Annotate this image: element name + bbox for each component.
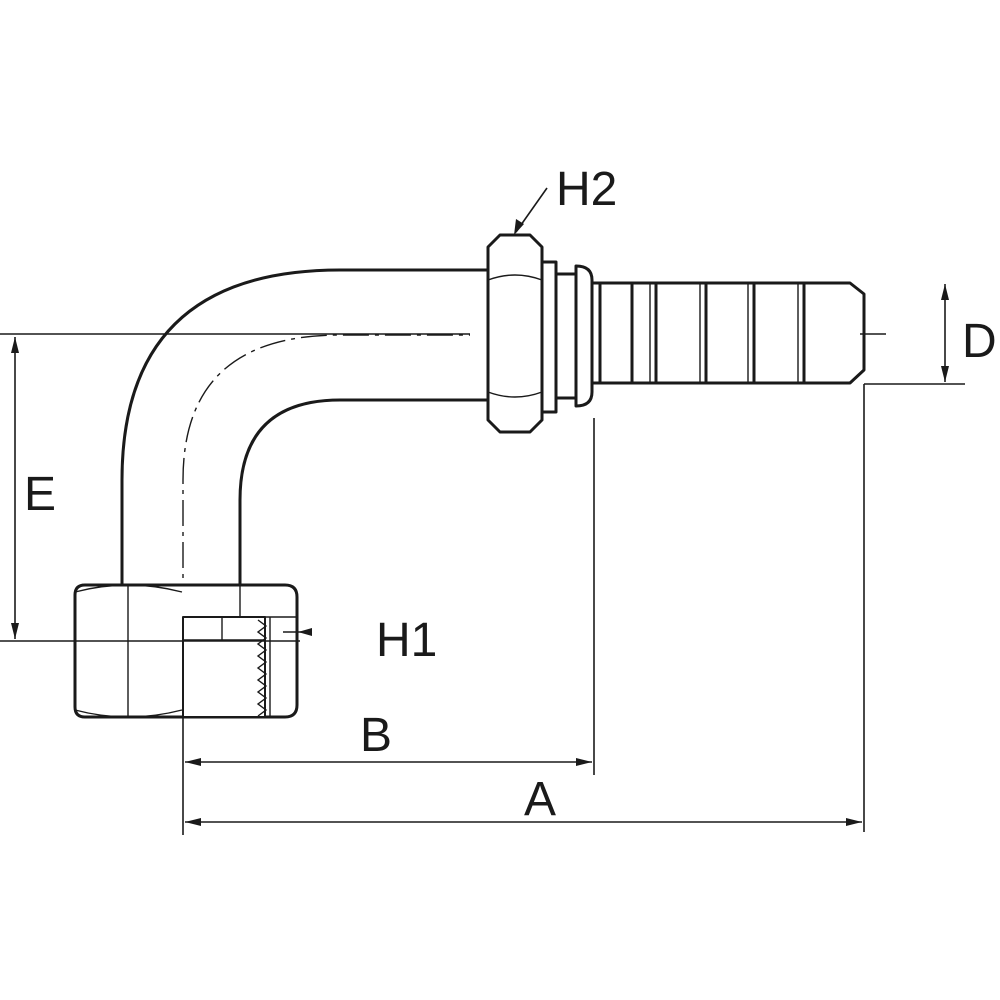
label-e: E [24,468,56,521]
nut-section [182,616,266,718]
leader-h1 [298,628,312,636]
label-a: A [524,773,556,826]
thread-profile [256,619,268,717]
dimension-d [941,284,949,382]
label-h1: H1 [376,614,437,667]
label-h2: H2 [556,163,617,216]
dimension-a [185,818,862,826]
hose-barb [590,281,866,385]
elbow-body [120,268,490,610]
hex-collar [486,233,594,434]
dimension-e [11,337,19,639]
label-b: B [360,709,392,762]
label-d: D [962,315,997,368]
swivel-nut [73,583,299,719]
extension-lines [0,333,965,835]
dimension-b [185,758,592,766]
elbow-centerline [182,334,470,610]
leader-h2 [514,187,548,235]
